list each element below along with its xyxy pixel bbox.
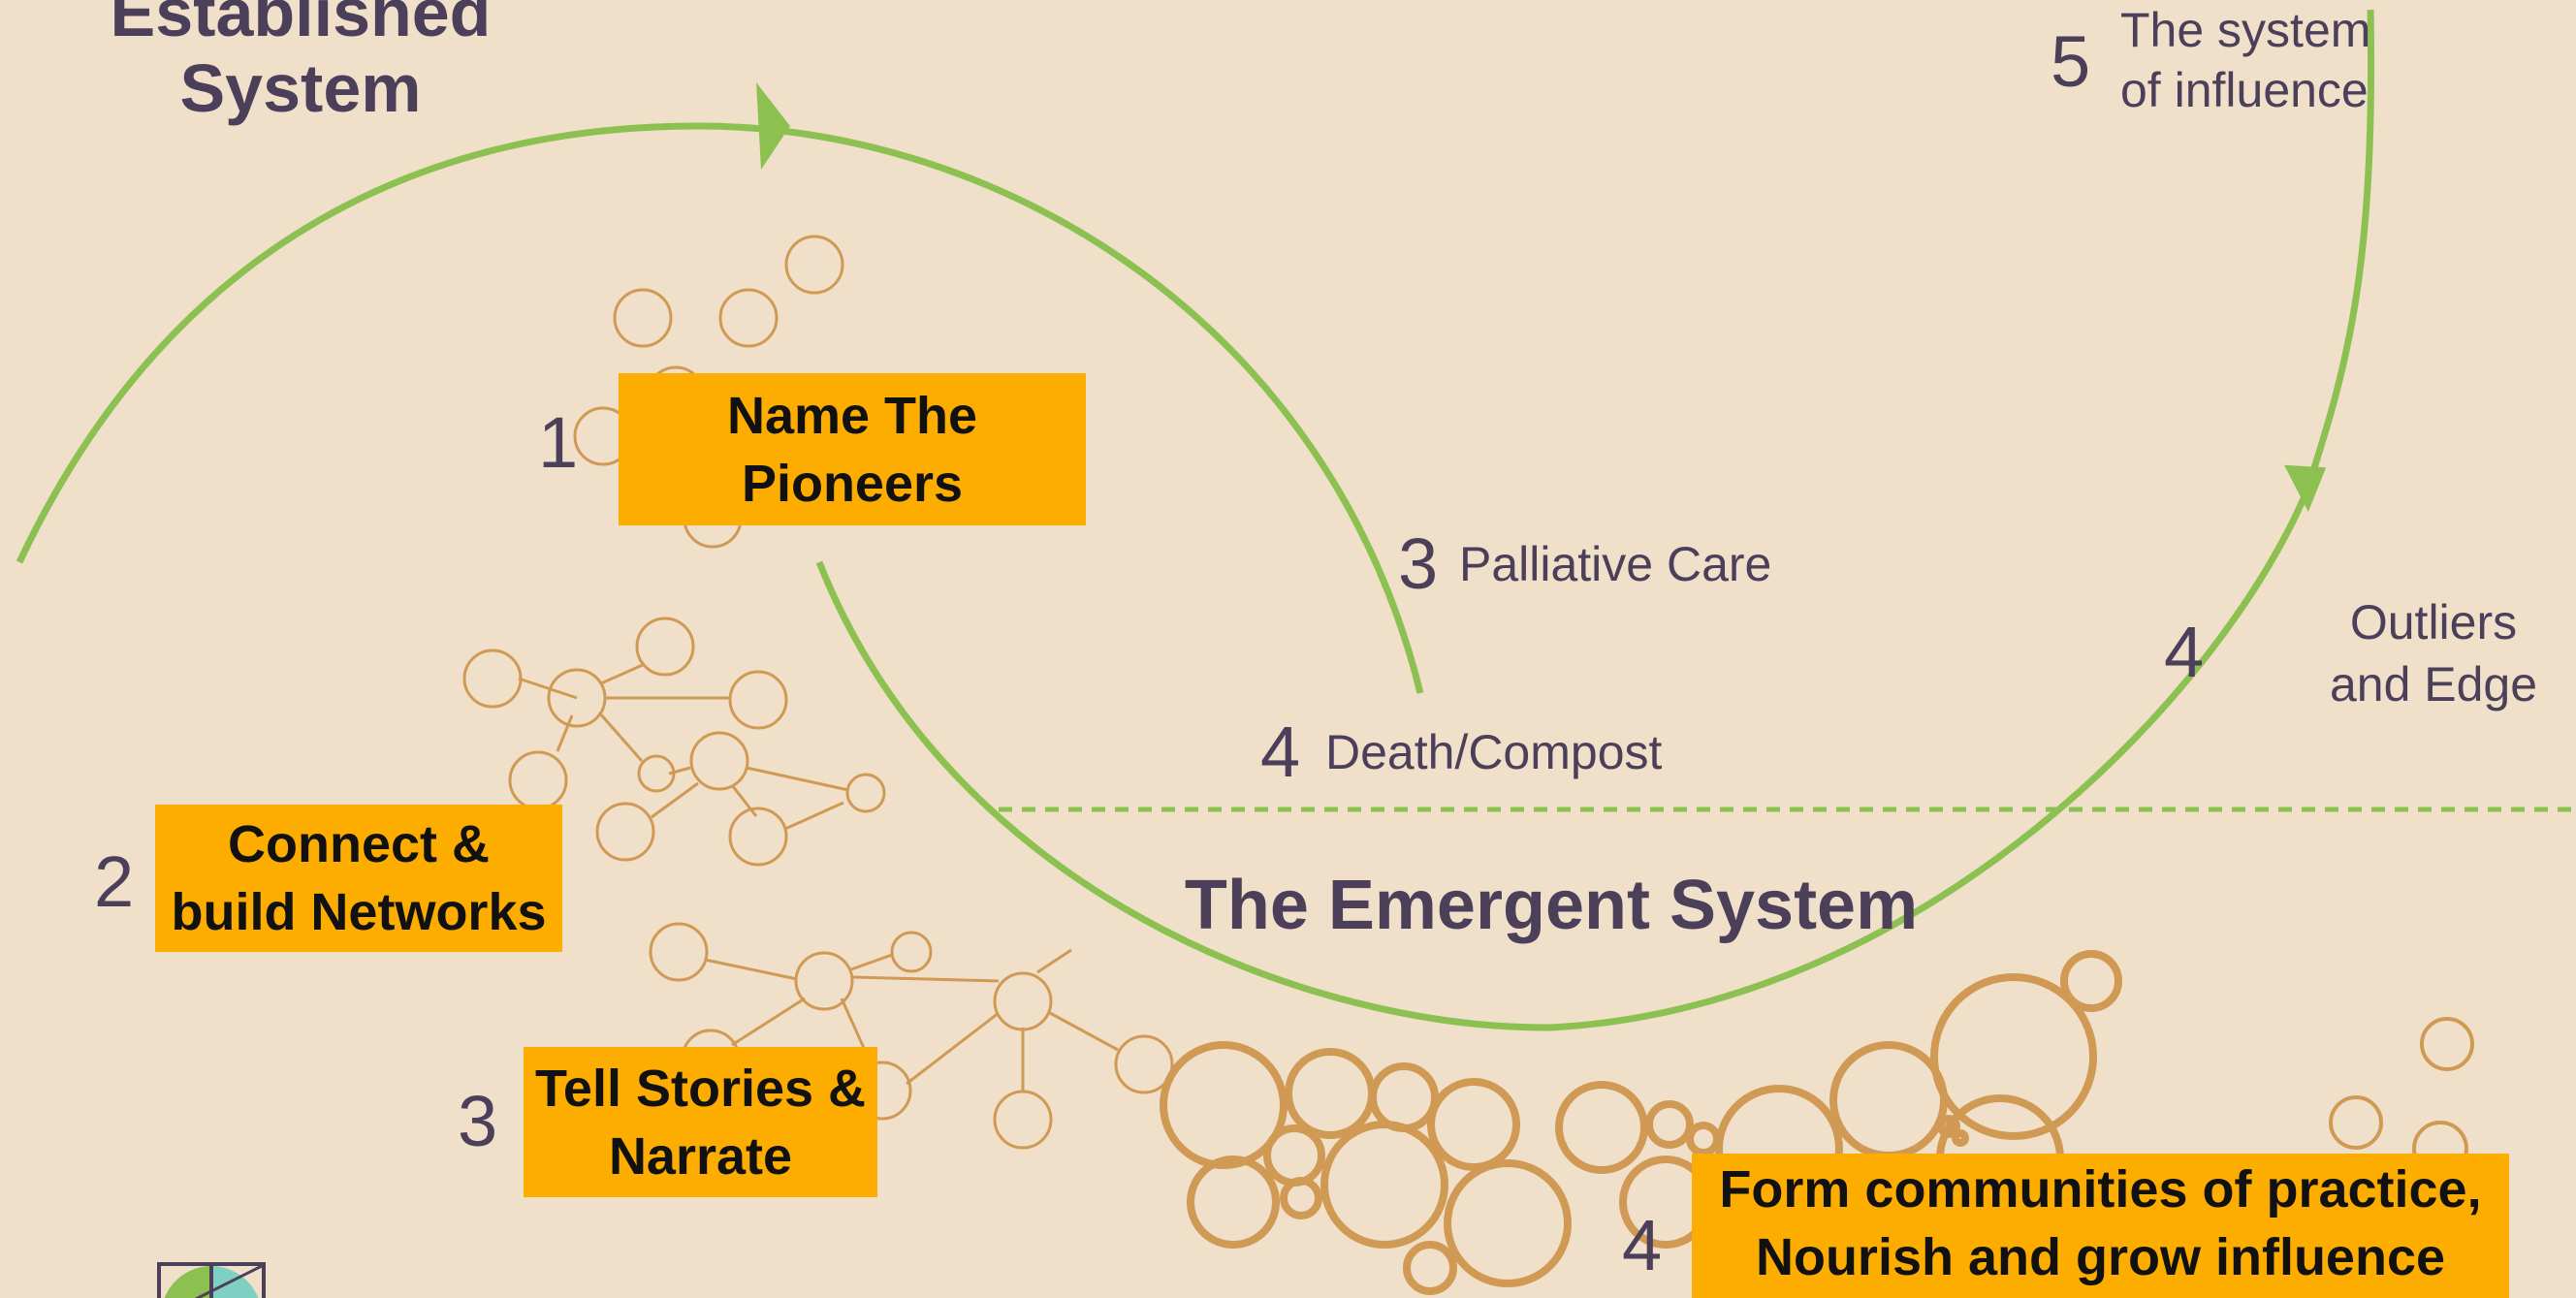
network-node [637, 754, 676, 793]
community-bubble [1427, 1078, 1520, 1171]
established-system-title: Established System [110, 0, 492, 126]
network-link [518, 677, 578, 700]
network-node [689, 731, 749, 791]
network-link [1049, 1011, 1119, 1052]
pioneer-circle [784, 235, 844, 295]
step-three-number: 3 [458, 1081, 498, 1161]
influence-number: 5 [2051, 21, 2091, 102]
network-node [845, 773, 886, 813]
network-node [649, 922, 709, 982]
network-link [784, 801, 844, 831]
network-link [704, 958, 798, 981]
network-link [556, 714, 574, 752]
established-arrow-head [756, 82, 790, 170]
communities-label: Form communities of practice, Nourish an… [1719, 1160, 2482, 1286]
community-bubble [1263, 1124, 1325, 1187]
palliative-number: 3 [1398, 523, 1439, 604]
network-link [730, 784, 758, 817]
community-bubble [1280, 1177, 1322, 1219]
network-node [993, 1090, 1053, 1150]
outlier-bubble [2420, 1017, 2474, 1071]
name-pioneers-box: Name The Pioneers [619, 373, 1086, 525]
network-link [906, 1011, 1000, 1086]
network-link [850, 953, 893, 971]
community-bubble [1285, 1048, 1376, 1139]
community-bubble [1187, 1156, 1280, 1249]
step-two-number: 2 [94, 841, 135, 922]
network-two [649, 922, 1174, 1150]
community-bubble [2060, 950, 2122, 1012]
network-link [597, 712, 644, 762]
step-four-number: 4 [1622, 1205, 1663, 1285]
community-bubble [1952, 1129, 1969, 1147]
network-node [728, 670, 788, 730]
name-pioneers-label: Name The Pioneers [726, 386, 978, 513]
network-node [547, 668, 607, 728]
connect-networks-box: Connect & build Networks [155, 805, 562, 952]
community-bubble [1645, 1100, 1694, 1149]
network-link [600, 662, 646, 685]
community-bubble [1320, 1121, 1448, 1249]
network-node [508, 750, 568, 810]
network-node [728, 807, 788, 867]
tell-stories-box: Tell Stories & Narrate [524, 1047, 877, 1197]
network-node [595, 802, 655, 862]
emergent-arrow-head [2284, 464, 2327, 513]
outliers-label: Outliers and Edge [2329, 595, 2538, 712]
outlier-bubble [2329, 1095, 2383, 1150]
communities-box: Form communities of practice, Nourish an… [1692, 1154, 2509, 1298]
outliers-number: 4 [2164, 612, 2205, 692]
network-link [746, 766, 849, 792]
network-node [462, 649, 523, 709]
community-bubble [1555, 1081, 1648, 1174]
logo-icon [157, 1262, 266, 1298]
community-bubble [1686, 1122, 1721, 1156]
pioneer-circle [613, 288, 673, 348]
community-bubble [1444, 1159, 1572, 1287]
network-link [852, 975, 1000, 983]
influence-label: The system of influence [2120, 3, 2371, 117]
community-bubble [1160, 1041, 1288, 1169]
network-one [462, 617, 886, 867]
emergent-curve [815, 9, 2375, 1031]
connect-networks-label: Connect & build Networks [171, 815, 547, 941]
community-bubble [1369, 1062, 1439, 1132]
community-bubble [1403, 1241, 1457, 1295]
community-bubble [1829, 1041, 1948, 1159]
established-loop-curve [16, 122, 1424, 694]
network-node [890, 931, 933, 973]
palliative-label: Palliative Care [1459, 537, 1772, 591]
network-link [731, 997, 806, 1047]
community-bubble [1930, 973, 2097, 1140]
network-link [1036, 948, 1072, 974]
network-node [1114, 1034, 1174, 1094]
tell-stories-label: Tell Stories & Narrate [534, 1059, 867, 1186]
network-link [651, 781, 699, 819]
network-node [993, 971, 1053, 1031]
step-one-number: 1 [538, 402, 579, 483]
outlier-bubbles [2329, 1017, 2474, 1177]
community-bubbles [1160, 950, 2122, 1295]
network-node [635, 617, 695, 677]
network-node [794, 951, 854, 1011]
pioneer-circle [718, 288, 779, 348]
emergent-system-title: The Emergent System [1184, 867, 1919, 944]
death-number: 4 [1260, 712, 1301, 792]
death-label: Death/Compost [1325, 725, 1663, 779]
